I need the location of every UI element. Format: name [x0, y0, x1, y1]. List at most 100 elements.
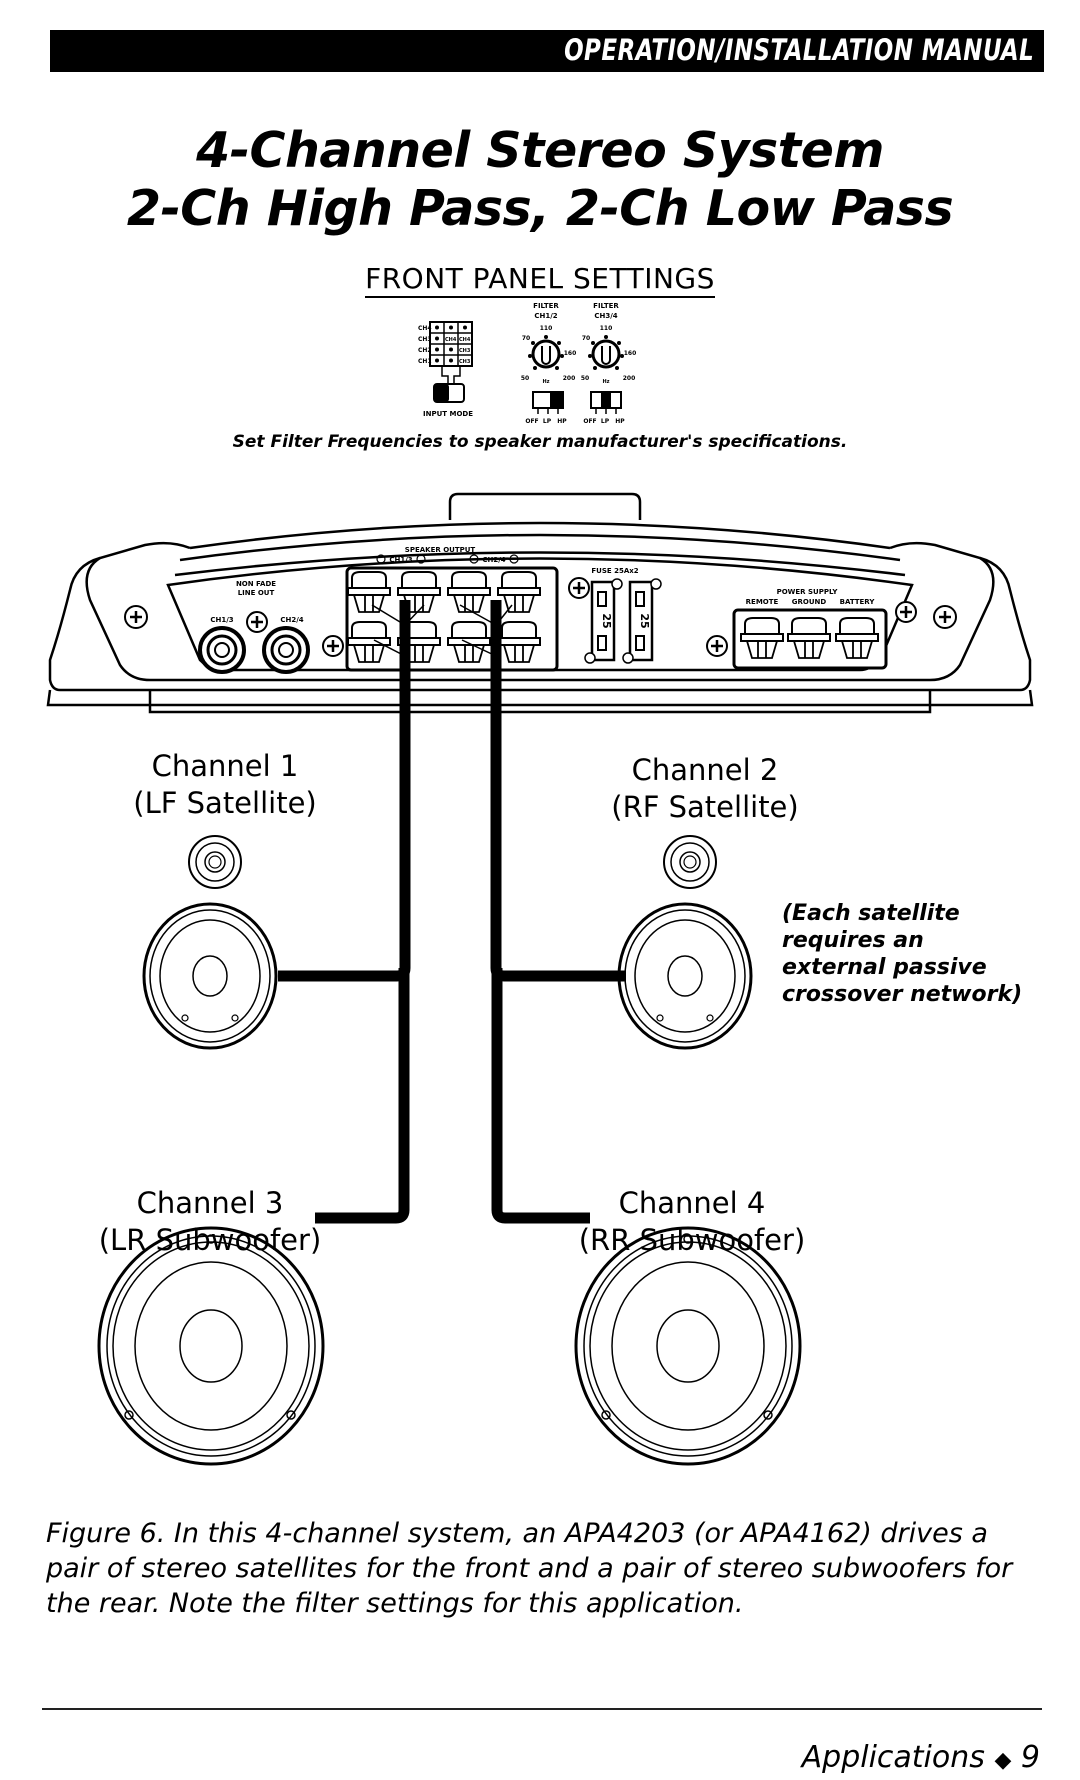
power-terminal-1 [740, 617, 784, 659]
input-mode-label: INPUT MODE [423, 410, 473, 418]
channel-4-label: Channel 4 (RR Subwoofer) [542, 1185, 842, 1259]
tick-160: 160 [564, 350, 577, 357]
sw12-off: OFF [525, 418, 538, 425]
speaker-terminal-bottom-3 [447, 621, 491, 663]
note-line-2: requires an [782, 928, 924, 953]
subwoofer-dustcap [179, 1309, 243, 1383]
front-panel-graphic: CH4 CH3 CH2 CH1 CH4 CH4 CH3 CH3 INPUT MO… [418, 302, 636, 425]
row-label-ch3: CH3 [418, 336, 432, 343]
fuse-label: FUSE 25Ax2 [591, 567, 638, 575]
amplifier-chassis [46, 492, 1034, 714]
wire-ch3 [315, 968, 410, 1224]
channel-1-desc: (LF Satellite) [133, 786, 317, 820]
screw-crosses [130, 582, 951, 652]
line-out-section: NON FADE LINE OUT CH1/3 CH2/4 [198, 580, 310, 674]
power-supply-label: POWER SUPPLY [777, 588, 839, 596]
note-line-1: (Each satellite [782, 901, 960, 926]
speaker-wires [278, 600, 626, 1224]
fuse-section: FUSE 25Ax2 25 25 [584, 567, 662, 664]
cell-ch3-b: CH3 [459, 359, 471, 365]
ground-label: GROUND [792, 598, 827, 606]
wiring-diagram: NON FADE LINE OUT CH1/3 CH2/4 SPEAKER OU… [46, 492, 1034, 1466]
header-banner-text: OPERATION/INSTALLATION MANUAL [563, 33, 1034, 67]
filter-ch34: FILTER CH3/4 110 70 160 50 200 Hz OFF LP… [581, 302, 636, 425]
tick-hzb: Hz [602, 379, 609, 385]
tick-70b: 70 [582, 335, 590, 342]
tick-200b: 200 [623, 375, 636, 382]
wire-ch4 [491, 968, 590, 1224]
subwoofer-frame [97, 1226, 325, 1466]
spk-ch24-label: CH2/4 [482, 556, 505, 564]
sw12-hp: HP [557, 418, 567, 425]
cell-ch4-a: CH4 [445, 337, 457, 343]
footer-section: Applications [801, 1740, 985, 1775]
tweeter [188, 835, 242, 889]
spk-ch13-label: CH1/3 [389, 556, 412, 564]
midrange-woofer [617, 902, 753, 1050]
satellite-crossover-note: (Each satellite requires an external pas… [782, 900, 1022, 1008]
satellite-speaker-left [142, 835, 278, 1050]
line-out-label1: NON FADE [236, 580, 276, 588]
channel-1-name: Channel 1 [151, 749, 299, 783]
filter-frequency-note: Set Filter Frequencies to speaker manufa… [232, 432, 848, 452]
input-mode-selector: CH4 CH3 CH2 CH1 CH4 CH4 CH3 CH3 INPUT MO… [418, 321, 473, 418]
channel-3-desc: (LR Subwoofer) [98, 1223, 322, 1257]
power-terminal-2 [787, 617, 831, 659]
tick-200: 200 [563, 375, 576, 382]
rca-jack-ch24 [262, 626, 310, 674]
tick-70: 70 [522, 335, 530, 342]
filter-ch12: FILTER CH1/2 110 70 160 50 200 Hz OFF LP… [521, 302, 576, 425]
tick-50b: 50 [581, 375, 589, 382]
footer-divider [42, 1708, 1042, 1710]
line-out-ch24-label: CH2/4 [280, 616, 303, 624]
speaker-terminal-top-2 [397, 571, 441, 613]
speaker-terminal-bottom-1 [347, 621, 391, 663]
remote-label: REMOTE [746, 598, 779, 606]
note-line-3: external passive [782, 955, 987, 980]
channel-2-name: Channel 2 [631, 753, 779, 787]
front-panel-heading: FRONT PANEL SETTINGS [0, 262, 1080, 298]
diamond-icon: ◆ [994, 1748, 1012, 1773]
subwoofer-right [574, 1226, 802, 1466]
power-supply-terminals: POWER SUPPLY REMOTE GROUND BATTERY [732, 588, 888, 670]
satellite-speaker-right [617, 835, 753, 1050]
fuse-1-rating: 25 [600, 613, 613, 628]
speaker-terminal-bottom-4 [497, 621, 541, 663]
sw34-hp: HP [615, 418, 625, 425]
channel-4-desc: (RR Subwoofer) [578, 1223, 806, 1257]
sw34-off: OFF [583, 418, 596, 425]
subwoofer-cone [611, 1261, 765, 1431]
row-label-ch1: CH1 [418, 358, 432, 365]
wire-leads [371, 604, 513, 657]
tick-110b: 110 [600, 325, 613, 332]
fuse-2-rating: 25 [638, 613, 651, 628]
battery-label: BATTERY [840, 598, 876, 606]
channel-2-label: Channel 2 (RF Satellite) [555, 752, 855, 826]
tweeter [663, 835, 717, 889]
filter-ch34-label2: CH3/4 [594, 312, 617, 320]
filter-ch12-dial [531, 339, 561, 369]
row-label-ch2: CH2 [418, 347, 432, 354]
sw12-lp: LP [543, 418, 552, 425]
midrange-woofer [142, 902, 278, 1050]
filter-ch34-dial [591, 339, 621, 369]
page-title-line1: 4-Channel Stereo System [196, 122, 884, 179]
channel-4-name: Channel 4 [618, 1186, 766, 1220]
speaker-output-label: SPEAKER OUTPUT [405, 546, 476, 554]
channel-2-desc: (RF Satellite) [611, 790, 799, 824]
page-title-line2: 2-Ch High Pass, 2-Ch Low Pass [126, 180, 954, 237]
cell-ch4-b: CH4 [459, 337, 471, 343]
filter-ch12-label2: CH1/2 [534, 312, 557, 320]
cell-ch3-a: CH3 [459, 348, 471, 354]
speaker-terminal-top-4 [497, 571, 541, 613]
speaker-terminal-top-3 [447, 571, 491, 613]
channel-3-label: Channel 3 (LR Subwoofer) [60, 1185, 360, 1259]
page-number: 9 [1020, 1740, 1040, 1775]
row-label-ch4: CH4 [418, 325, 432, 332]
tick-110: 110 [540, 325, 553, 332]
channel-1-label: Channel 1 (LF Satellite) [75, 748, 375, 822]
speaker-terminal-top-1 [347, 571, 391, 613]
sw34-lp: LP [601, 418, 610, 425]
note-line-4: crossover network) [782, 982, 1023, 1007]
line-out-ch13-label: CH1/3 [210, 616, 233, 624]
